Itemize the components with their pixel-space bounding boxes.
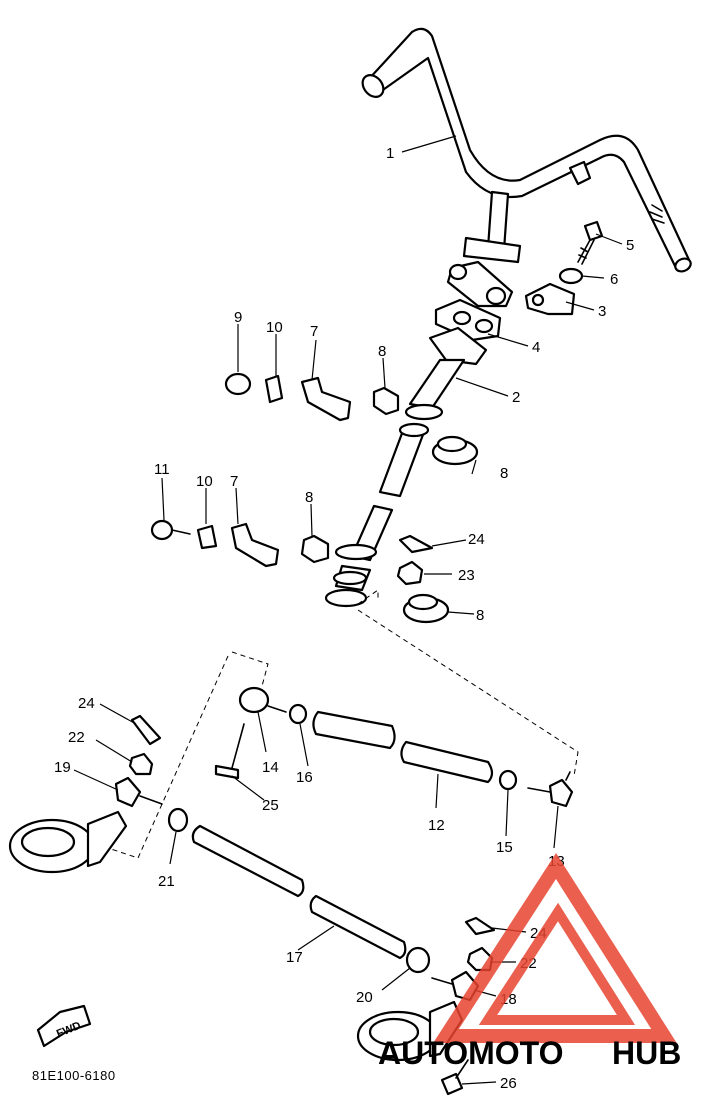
drawing-code: 81E100-6180 bbox=[32, 1068, 116, 1083]
callout-3: 3 bbox=[598, 303, 606, 320]
linkage-dashed-line-left bbox=[107, 651, 269, 859]
cotter-pin-part-24-left bbox=[130, 714, 162, 746]
callout-19: 19 bbox=[54, 759, 71, 776]
cotter-pin-part-24-lower bbox=[464, 916, 496, 936]
nut-part-20 bbox=[405, 946, 431, 974]
nut-part-16 bbox=[288, 703, 308, 725]
tie-rod-end-part-19 bbox=[114, 776, 163, 808]
tie-rod-part-17-lower bbox=[309, 894, 407, 960]
steering-column-lower bbox=[324, 504, 394, 608]
watermark-text-automoto: AUTOMOTO bbox=[378, 1035, 563, 1071]
callout-25: 25 bbox=[262, 797, 279, 814]
pipe-part-12-lower bbox=[400, 740, 494, 784]
pipe-part-12-upper bbox=[312, 710, 396, 750]
callout-10b: 10 bbox=[196, 473, 213, 490]
callout-5: 5 bbox=[626, 237, 634, 254]
nut-part-15 bbox=[498, 769, 518, 791]
steering-column-part bbox=[378, 326, 488, 498]
handlebar-part bbox=[361, 27, 692, 273]
callout-15: 15 bbox=[496, 839, 513, 856]
bushing-part-8-upper bbox=[431, 435, 479, 466]
clip-part-10-upper bbox=[264, 374, 284, 404]
callout-4: 4 bbox=[532, 339, 540, 356]
forward-direction-arrow: FWD bbox=[36, 1004, 92, 1048]
nut-part-21 bbox=[167, 807, 189, 833]
callout-7b: 7 bbox=[230, 473, 238, 490]
cap-part-9 bbox=[224, 372, 252, 396]
cotter-pin-part-24-upper bbox=[398, 534, 434, 554]
callout-labels: 1 2 3 4 5 6 7 7 8 8 8 8 9 10 10 11 12 13… bbox=[54, 145, 634, 1092]
clamp-part-8-lower bbox=[300, 534, 330, 564]
callout-2: 2 bbox=[512, 389, 520, 406]
watermark-logo: AUTOMOTO HUB bbox=[378, 853, 681, 1071]
handlebar-holder-upper bbox=[446, 260, 576, 316]
tie-rod-end-part-13 bbox=[527, 771, 574, 808]
callout-22a: 22 bbox=[68, 729, 85, 746]
linkage-dashed-line-right bbox=[357, 589, 579, 777]
callout-8d: 8 bbox=[476, 607, 484, 624]
bushing-part-8-lower bbox=[402, 593, 450, 624]
leader-lines bbox=[73, 135, 623, 1085]
clamp-part-8-upper bbox=[372, 386, 400, 416]
callout-12: 12 bbox=[428, 817, 445, 834]
bolt-part-25 bbox=[214, 723, 245, 780]
knuckle-arm-left bbox=[8, 810, 128, 874]
callout-9: 9 bbox=[234, 309, 242, 326]
callout-8a: 8 bbox=[378, 343, 386, 360]
tie-rod-end-part-14 bbox=[238, 686, 287, 714]
nut-part-22-left bbox=[128, 752, 154, 776]
callout-17: 17 bbox=[286, 949, 303, 966]
clip-part-10-lower bbox=[196, 524, 218, 550]
callout-16: 16 bbox=[296, 769, 313, 786]
callout-23: 23 bbox=[458, 567, 475, 584]
bolt-part-5 bbox=[577, 220, 604, 265]
tie-rod-part-17-upper bbox=[191, 824, 305, 898]
callout-26: 26 bbox=[500, 1075, 517, 1092]
callout-10a: 10 bbox=[266, 319, 283, 336]
clamp-part-7-upper bbox=[300, 376, 352, 422]
callout-14: 14 bbox=[262, 759, 279, 776]
watermark-text-hub: HUB bbox=[612, 1035, 681, 1071]
clamp-part-7-lower bbox=[230, 522, 280, 568]
washer-part-6 bbox=[558, 267, 584, 285]
callout-21: 21 bbox=[158, 873, 175, 890]
callout-7a: 7 bbox=[310, 323, 318, 340]
callout-20: 20 bbox=[356, 989, 373, 1006]
bolt-part-11 bbox=[150, 519, 191, 541]
callout-24b: 24 bbox=[78, 695, 95, 712]
callout-11: 11 bbox=[154, 461, 170, 478]
callout-24a: 24 bbox=[468, 531, 485, 548]
bolt-part-26 bbox=[440, 1059, 469, 1096]
callout-6: 6 bbox=[610, 271, 618, 288]
callout-8b: 8 bbox=[500, 465, 508, 482]
nut-part-23 bbox=[396, 560, 424, 586]
callout-1: 1 bbox=[386, 145, 394, 162]
callout-8c: 8 bbox=[305, 489, 313, 506]
